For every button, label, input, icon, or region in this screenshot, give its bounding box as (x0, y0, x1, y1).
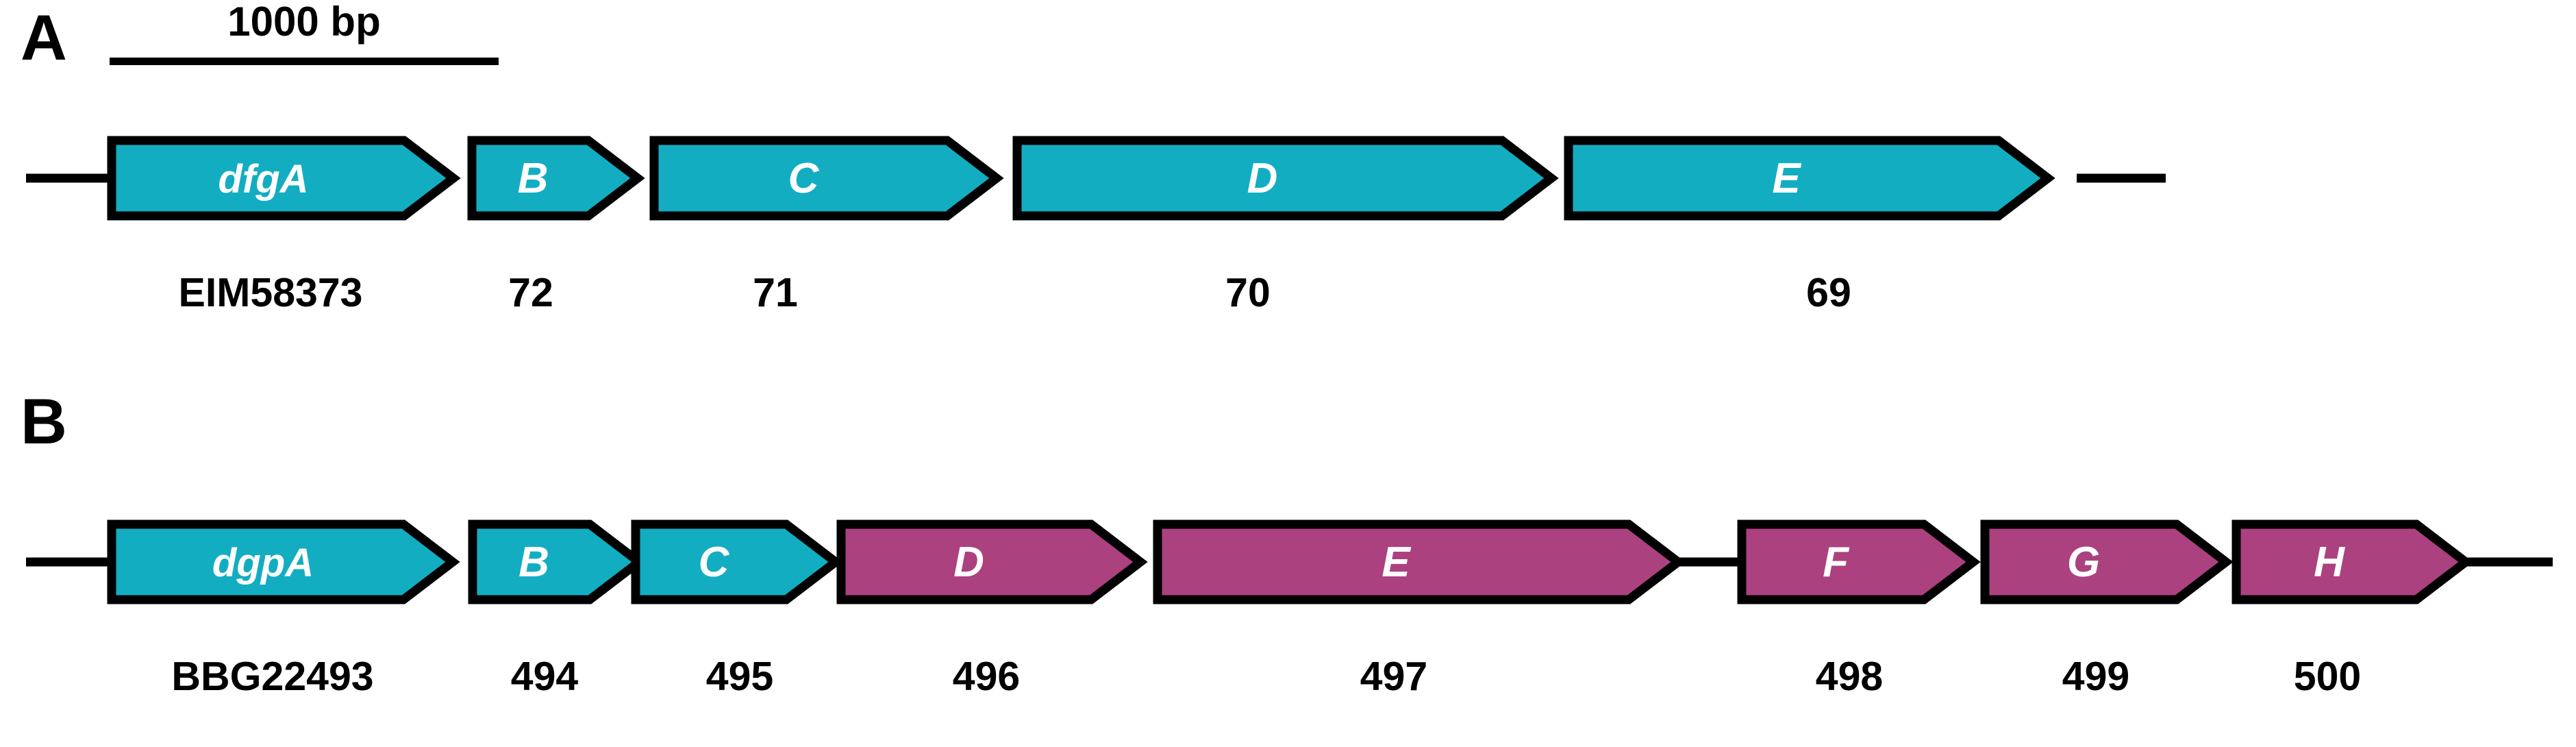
panel-a-letter: A (21, 1, 67, 73)
gene-arrow-name: H (2314, 539, 2345, 586)
gene-arrow[interactable]: H (2231, 519, 2473, 604)
gene-arrow-shape[interactable] (631, 519, 843, 604)
gene-locus-label: 70 (1225, 270, 1271, 315)
gene-arrow-shape[interactable] (1737, 519, 1981, 604)
gene-arrow-name: E (1381, 539, 1411, 586)
gene-arrow[interactable]: B (467, 136, 645, 221)
gene-arrow-shape[interactable] (2231, 519, 2473, 604)
gene-locus-label: 497 (1360, 654, 1428, 699)
gene-backbone-line (1677, 557, 1745, 567)
gene-arrow-shape[interactable] (836, 519, 1148, 604)
gene-arrow[interactable]: E (1564, 136, 2055, 221)
gene-arrow-shape[interactable] (107, 136, 461, 221)
gene-arrow-name: B (518, 155, 549, 202)
gene-arrow[interactable]: F (1737, 519, 1981, 604)
gene-arrow-shape[interactable] (1980, 519, 2234, 604)
gene-locus-label: 72 (508, 270, 553, 315)
gene-locus-label: 500 (2293, 654, 2362, 699)
gene-arrow[interactable]: D (1012, 136, 1559, 221)
gene-arrow-shape[interactable] (1564, 136, 2055, 221)
scale-bar-label: 1000 bp (227, 0, 381, 45)
gene-locus-label: 494 (510, 654, 579, 699)
gene-arrow[interactable]: C (631, 519, 843, 604)
gene-arrow-name: dgpA (212, 541, 314, 585)
gene-backbone-line (2077, 173, 2166, 183)
gene-arrow[interactable]: B (468, 519, 647, 604)
gene-backbone-line (26, 173, 114, 183)
gene-arrow[interactable]: E (1153, 519, 1686, 604)
gene-arrow[interactable]: dgpA (107, 519, 460, 604)
gene-arrow-name: B (518, 539, 549, 586)
gene-arrow-shape[interactable] (107, 519, 460, 604)
gene-arrow-shape[interactable] (649, 136, 1004, 221)
gene-backbone-line (2464, 557, 2553, 567)
gene-locus-label: EIM58373 (178, 270, 363, 315)
gene-arrow[interactable]: D (836, 519, 1148, 604)
gene-arrow-name: F (1823, 539, 1850, 586)
gene-arrow-shape[interactable] (468, 519, 647, 604)
gene-arrow-shape[interactable] (1153, 519, 1686, 604)
gene-arrow-name: dfgA (218, 157, 308, 201)
gene-arrow-name: D (1247, 155, 1278, 202)
gene-locus-label: BBG22493 (171, 654, 374, 699)
gene-arrow-name: G (2067, 539, 2100, 586)
gene-locus-label: 69 (1806, 270, 1851, 315)
gene-arrow-name: E (1772, 155, 1801, 202)
gene-arrow[interactable]: C (649, 136, 1004, 221)
panel-b-letter: B (21, 385, 67, 457)
scale-bar (110, 58, 499, 65)
gene-locus-label: 71 (753, 270, 798, 315)
gene-arrow[interactable]: dfgA (107, 136, 461, 221)
gene-arrow-shape[interactable] (467, 136, 645, 221)
gene-locus-label: 498 (1815, 654, 1884, 699)
gene-backbone-line (26, 557, 114, 567)
gene-locus-label: 495 (705, 654, 774, 699)
gene-arrow-name: D (953, 539, 984, 586)
gene-arrow-name: C (788, 155, 820, 202)
gene-locus-label: 496 (952, 654, 1021, 699)
gene-locus-label: 499 (2062, 654, 2130, 699)
gene-arrow-name: C (699, 539, 730, 586)
gene-arrow[interactable]: G (1980, 519, 2234, 604)
gene-arrow-shape[interactable] (1012, 136, 1559, 221)
